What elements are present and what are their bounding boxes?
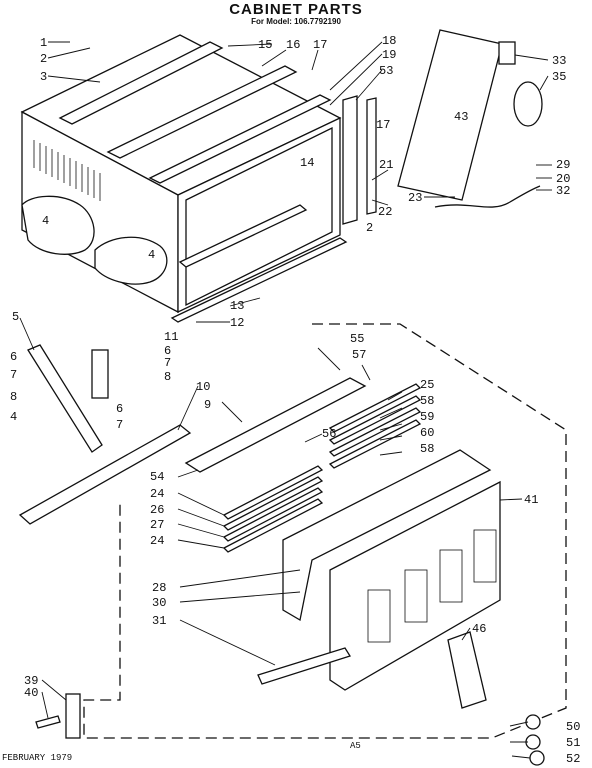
knob-51 [525, 734, 541, 750]
cord-23 [434, 185, 541, 208]
louver-frame-9 [184, 377, 367, 473]
callout: 52 [566, 752, 580, 766]
callout: 10 [196, 380, 210, 394]
diagram-title: CABINET PARTS [229, 1, 363, 18]
callout: 40 [24, 686, 38, 700]
page-number: A5 [350, 741, 361, 751]
callout: 59 [420, 410, 434, 424]
cabinet-shell [20, 34, 348, 323]
callout: 29 [556, 158, 570, 172]
part-35 [513, 81, 543, 127]
callout: 4 [10, 410, 17, 424]
bolt-40 [35, 715, 61, 729]
callout: 7 [10, 368, 17, 382]
callout: 23 [408, 191, 422, 205]
rail-10 [18, 424, 192, 525]
callout: 24 [150, 487, 164, 501]
callout: 19 [382, 48, 396, 62]
callout: 7 [164, 356, 171, 370]
callout: 43 [454, 110, 468, 124]
seal-strip-53 [342, 95, 358, 225]
callout: 20 [556, 172, 570, 186]
callout: 6 [116, 402, 123, 416]
callout: 8 [164, 370, 171, 384]
callout: 57 [352, 348, 366, 362]
callout: 31 [152, 614, 166, 628]
callout: 2 [366, 221, 373, 235]
callout: 24 [150, 534, 164, 548]
callout: 5 [12, 310, 19, 324]
callout: 17 [313, 38, 327, 52]
callout: 26 [150, 503, 164, 517]
panel-43 [397, 29, 503, 201]
callout: 14 [300, 156, 314, 170]
leader-lines [19, 41, 552, 759]
callout: 58 [420, 442, 434, 456]
date-footer: FEBRUARY 1979 [2, 753, 72, 763]
bracket-5 [27, 344, 103, 453]
callout: 12 [230, 316, 244, 330]
callout: 15 [258, 38, 272, 52]
callout: 8 [10, 390, 17, 404]
callout: 33 [552, 54, 566, 68]
callout: 41 [524, 493, 538, 507]
callout: 30 [152, 596, 166, 610]
part-33 [498, 41, 516, 65]
callout: 27 [150, 518, 164, 532]
callout: 54 [150, 470, 164, 484]
callout: 13 [230, 299, 244, 313]
callout: 2 [40, 52, 47, 66]
bracket-11 [91, 349, 109, 399]
grille-openings [367, 529, 497, 643]
bracket-39 [65, 693, 81, 739]
bar-31 [257, 647, 351, 685]
callout: 55 [350, 332, 364, 346]
callout: 17 [376, 118, 390, 132]
callout: 9 [204, 398, 211, 412]
callout: 4 [42, 214, 49, 228]
callout: 21 [379, 158, 393, 172]
callout: 6 [10, 350, 17, 364]
knob-52 [529, 750, 545, 766]
louver-blades [222, 383, 422, 553]
callout: 60 [420, 426, 434, 440]
filter-28 [282, 449, 492, 622]
callout: 6 [164, 344, 171, 358]
callout: 35 [552, 70, 566, 84]
callout: 39 [24, 674, 38, 688]
knob-50 [525, 714, 541, 730]
callout: 50 [566, 720, 580, 734]
callout: 51 [566, 736, 580, 750]
callout: 7 [116, 418, 123, 432]
callout: 25 [420, 378, 434, 392]
callout: 1 [40, 36, 47, 50]
model-subtitle: For Model: 106.7792190 [251, 17, 341, 26]
callout: 53 [379, 64, 393, 78]
callout: 16 [286, 38, 300, 52]
strip-21 [366, 97, 377, 215]
callout-numbers: 1 2 3 15 16 17 18 19 53 4 4 14 17 21 22 … [10, 34, 580, 766]
callout: 32 [556, 184, 570, 198]
callout: 28 [152, 581, 166, 595]
assembly-boundary [83, 323, 567, 739]
callout: 46 [472, 622, 486, 636]
callout: 18 [382, 34, 396, 48]
callout: 11 [164, 330, 178, 344]
callout: 4 [148, 248, 155, 262]
callout: 22 [378, 205, 392, 219]
callout: 56 [322, 427, 336, 441]
callout: 58 [420, 394, 434, 408]
callout: 3 [40, 70, 47, 84]
door-46 [447, 631, 487, 709]
